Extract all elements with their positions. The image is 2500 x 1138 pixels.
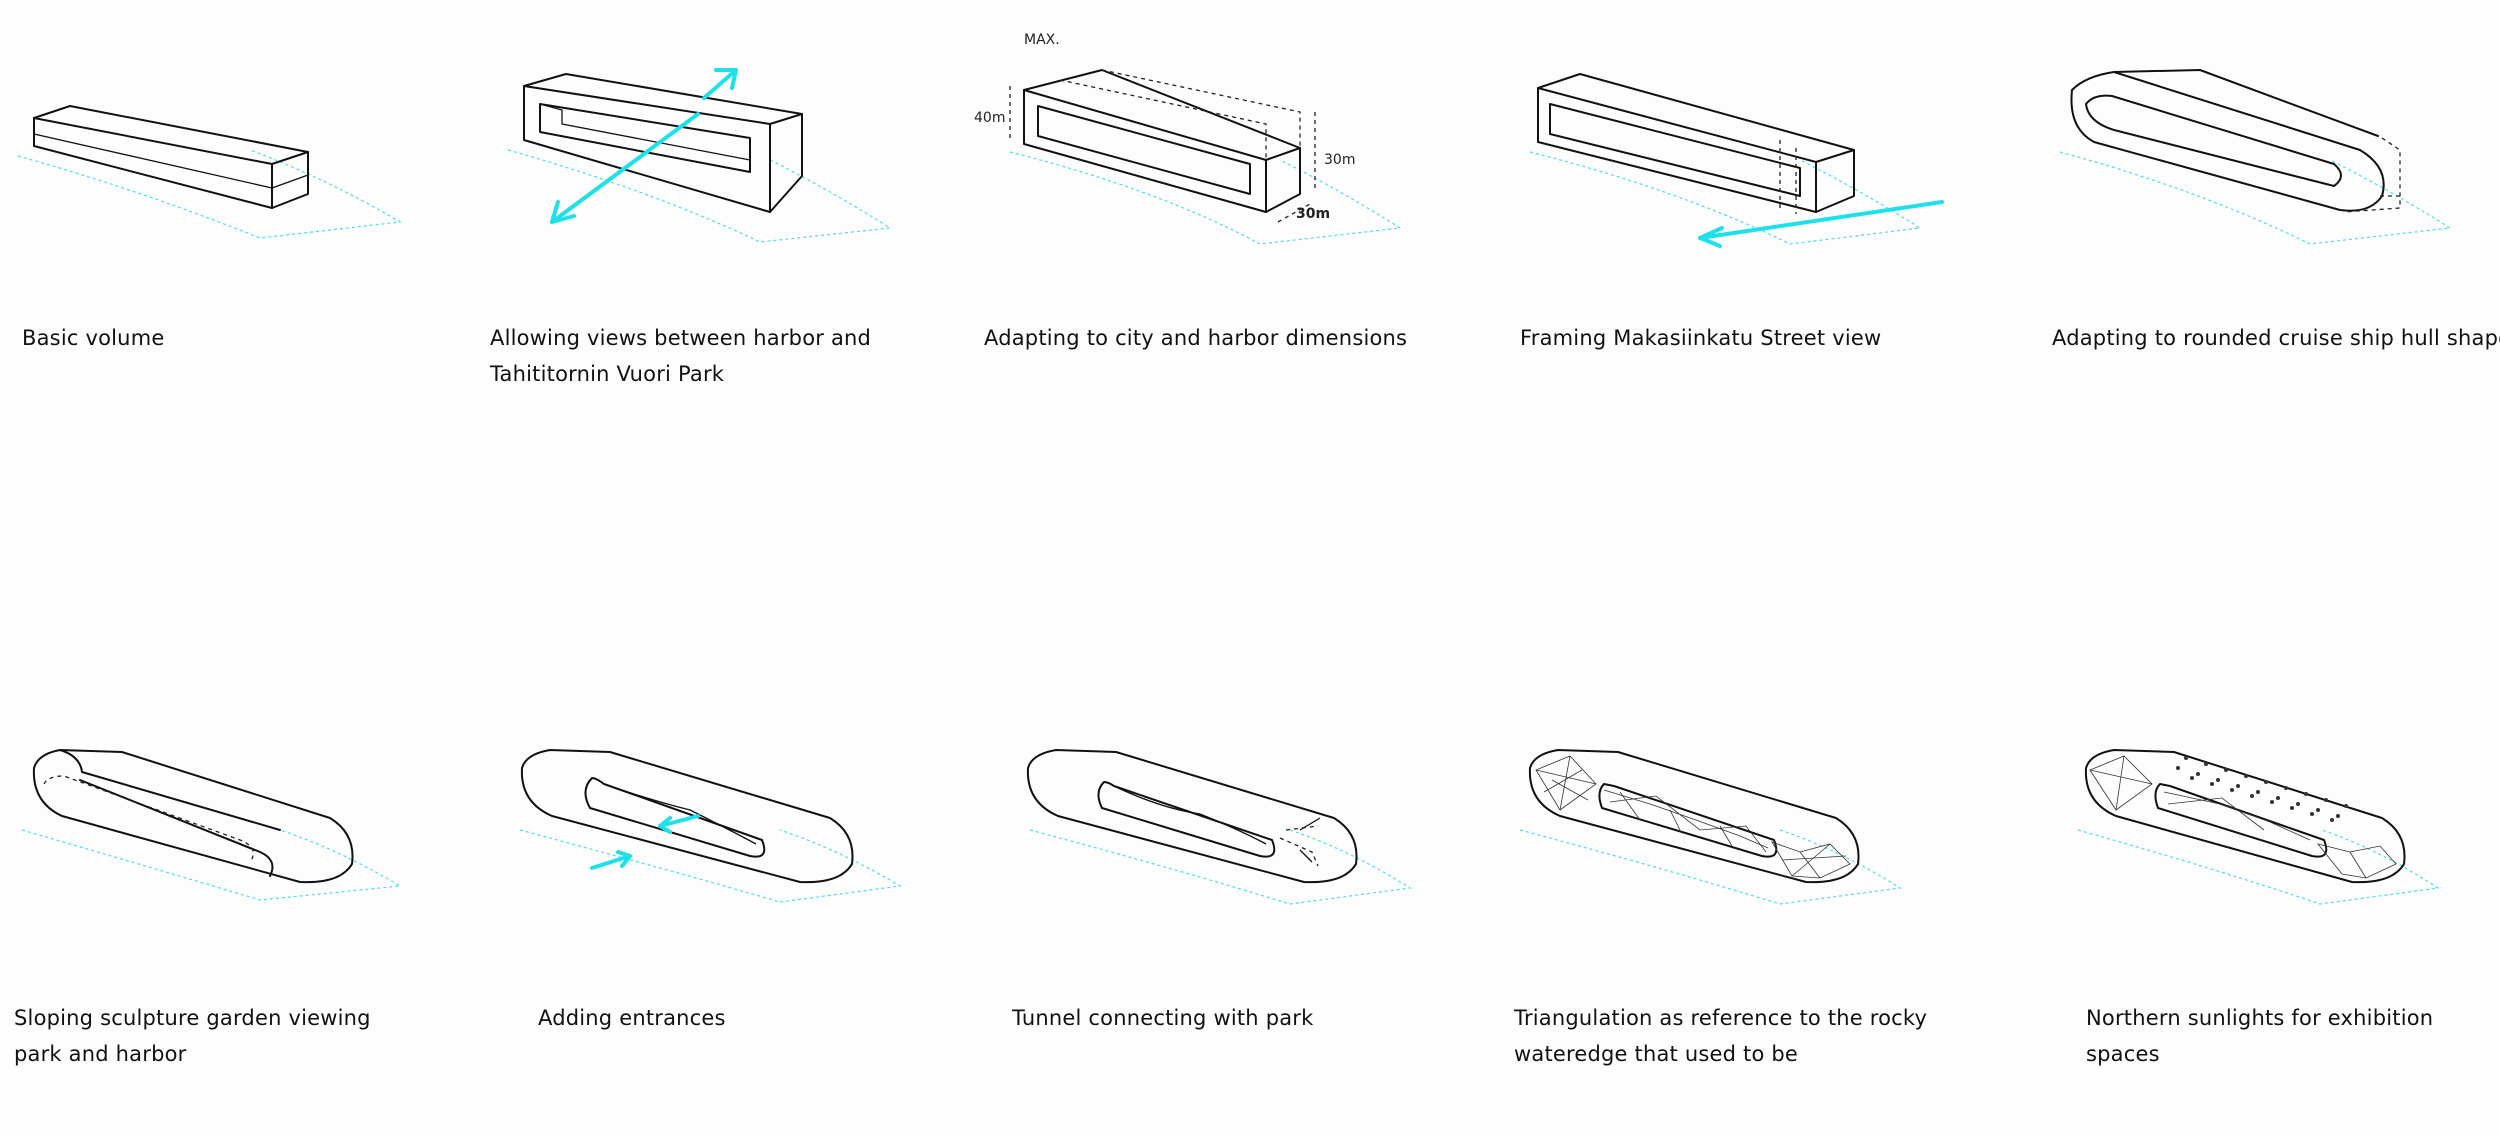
step-6-sloping-garden: Sloping sculpture garden viewing park an… bbox=[0, 680, 480, 1100]
step-1-basic-volume: Basic volume bbox=[0, 0, 460, 400]
step-8-caption: Tunnel connecting with park bbox=[1012, 1006, 1314, 1030]
step-4-framing-street-view: Framing Makasiinkatu Street view bbox=[1500, 0, 2000, 400]
basic-volume-sketch bbox=[17, 105, 402, 239]
step-6-caption-line1: Sloping sculpture garden viewing bbox=[14, 1006, 371, 1030]
view-axis-arrow bbox=[550, 112, 700, 224]
step-3-city-harbor-dimensions: MAX. 40m 30m 30m Adapting to city and ha… bbox=[960, 0, 1480, 400]
street-axis-arrow bbox=[1698, 200, 1944, 240]
skylight-grid bbox=[2176, 756, 2348, 822]
entrances-sketch bbox=[519, 749, 902, 903]
step-2-allowing-views: Allowing views between harbor and Tahiti… bbox=[480, 0, 960, 400]
sunlights-sketch bbox=[2077, 749, 2440, 905]
view-opening-sketch bbox=[507, 68, 892, 243]
rounded-volume-sketch bbox=[2059, 69, 2452, 245]
step-9-caption-line2: wateredge that used to be bbox=[1514, 1042, 1799, 1066]
step-6-caption-line2: park and harbor bbox=[14, 1042, 187, 1066]
step-10-caption-line2: spaces bbox=[2086, 1042, 2160, 1066]
max-label: MAX. bbox=[1024, 32, 1060, 48]
step-2-caption-line1: Allowing views between harbor and bbox=[490, 326, 872, 350]
depth-dimension-label: 30m bbox=[1296, 206, 1331, 222]
step-5-caption: Adapting to rounded cruise ship hull sha… bbox=[2052, 326, 2500, 350]
step-8-tunnel: Tunnel connecting with park bbox=[1000, 680, 1500, 1100]
triangulation-sketch bbox=[1519, 749, 1902, 905]
step-9-caption-line1: Triangulation as reference to the rocky bbox=[1514, 1006, 1928, 1030]
step-5-rounded-hull: Adapting to rounded cruise ship hull sha… bbox=[2030, 0, 2500, 400]
triangulation-mesh bbox=[1535, 755, 1851, 879]
step-7-caption: Adding entrances bbox=[538, 1006, 726, 1030]
step-7-adding-entrances: Adding entrances bbox=[500, 680, 980, 1100]
side-dimension-label: 30m bbox=[1324, 152, 1356, 168]
sloping-garden-sketch bbox=[21, 749, 402, 901]
step-2-caption-line2: Tahititornin Vuori Park bbox=[490, 362, 725, 386]
step-10-caption-line1: Northern sunlights for exhibition bbox=[2086, 1006, 2434, 1030]
dimensioned-volume-sketch bbox=[1009, 69, 1402, 245]
entrance-arrow-1 bbox=[590, 854, 632, 870]
step-1-caption: Basic volume bbox=[22, 326, 165, 350]
street-view-frame-sketch bbox=[1529, 73, 1944, 248]
entrance-arrow-2 bbox=[658, 814, 700, 828]
step-9-triangulation: Triangulation as reference to the rocky … bbox=[1500, 680, 2000, 1100]
tunnel-sketch bbox=[1026, 749, 1412, 905]
step-10-northern-sunlights: Northern sunlights for exhibition spaces bbox=[2060, 680, 2500, 1100]
step-4-caption: Framing Makasiinkatu Street view bbox=[1520, 326, 1882, 350]
height-dimension-label: 40m bbox=[974, 110, 1006, 126]
step-3-caption: Adapting to city and harbor dimensions bbox=[984, 326, 1408, 350]
